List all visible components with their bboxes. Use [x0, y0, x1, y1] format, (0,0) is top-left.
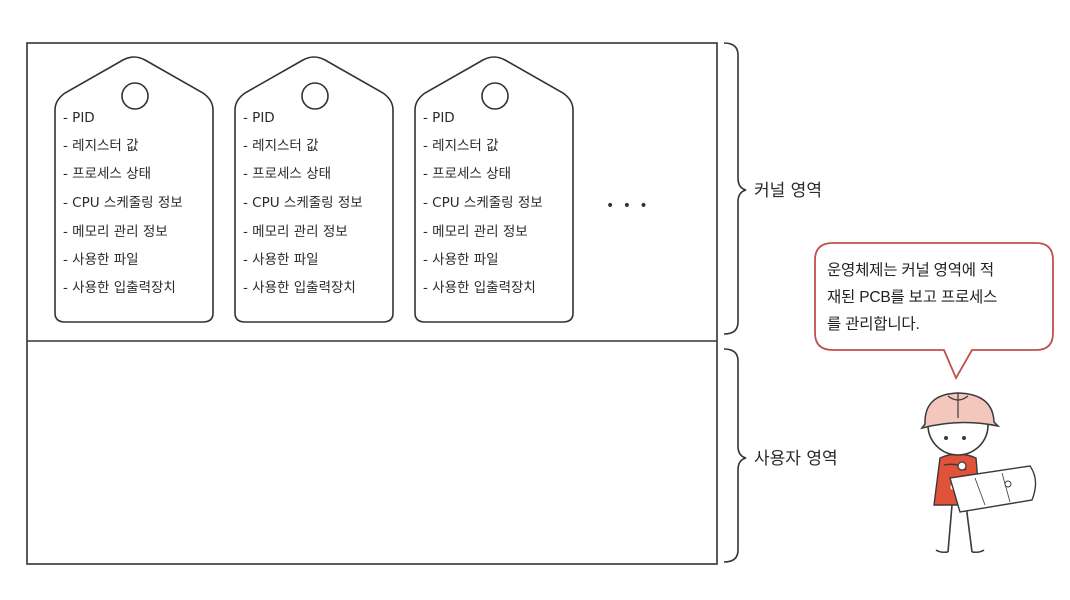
tag-item: - PID — [423, 110, 455, 126]
tag-item: - 메모리 관리 정보 — [63, 224, 168, 240]
tag-item: - 레지스터 값 — [423, 138, 499, 154]
tag-item: - CPU 스케줄링 정보 — [243, 195, 363, 211]
pcb-tag: - PID - 레지스터 값 - 프로세스 상태 - CPU 스케줄링 정보 -… — [234, 56, 394, 323]
tag-item: - 메모리 관리 정보 — [243, 224, 348, 240]
engineer-character: cs — [920, 392, 1037, 554]
tag-item: - 사용한 입출력장치 — [243, 280, 356, 296]
tag-hole — [301, 82, 329, 110]
tag-item: - 사용한 파일 — [423, 252, 499, 268]
tag-item: - 프로세스 상태 — [63, 166, 151, 182]
tag-item: - 사용한 파일 — [243, 252, 319, 268]
blueprint-paper — [949, 465, 1037, 513]
speech-line: 운영체제는 커널 영역에 적 — [827, 262, 994, 279]
tag-item: - CPU 스케줄링 정보 — [423, 195, 543, 211]
user-brace — [723, 348, 747, 563]
tag-item: - 레지스터 값 — [243, 138, 319, 154]
speech-bubble: 운영체제는 커널 영역에 적 재된 PCB를 보고 프로세스 를 관리합니다. — [815, 243, 1053, 350]
speech-bubble-outline — [814, 242, 1054, 381]
speech-line: 재된 PCB를 보고 프로세스 — [827, 289, 998, 306]
tag-item: - 메모리 관리 정보 — [423, 224, 528, 240]
tag-item: - 프로세스 상태 — [243, 166, 331, 182]
kernel-brace — [723, 42, 747, 335]
tag-item: - CPU 스케줄링 정보 — [63, 195, 183, 211]
tag-outline — [234, 56, 394, 323]
ellipsis: • • • — [606, 198, 650, 214]
pcb-tag: - PID - 레지스터 값 - 프로세스 상태 - CPU 스케줄링 정보 -… — [54, 56, 214, 323]
tag-outline — [414, 56, 574, 323]
tag-item: - 프로세스 상태 — [423, 166, 511, 182]
tag-outline — [54, 56, 214, 323]
tag-item: - 사용한 입출력장치 — [423, 280, 536, 296]
tag-item: - PID — [63, 110, 95, 126]
speech-line: 를 관리합니다. — [827, 316, 920, 333]
tag-item: - PID — [243, 110, 275, 126]
hard-hat — [920, 392, 1001, 430]
tag-item: - 사용한 파일 — [63, 252, 139, 268]
tag-hole — [481, 82, 509, 110]
kernel-region-label: 커널 영역 — [754, 181, 822, 201]
tag-item: - 사용한 입출력장치 — [63, 280, 176, 296]
memory-box — [26, 42, 718, 565]
pcb-tag: - PID - 레지스터 값 - 프로세스 상태 - CPU 스케줄링 정보 -… — [414, 56, 574, 323]
tag-hole — [121, 82, 149, 110]
speech-bubble-text: 운영체제는 커널 영역에 적 재된 PCB를 보고 프로세스 를 관리합니다. — [827, 257, 1045, 338]
user-region-label: 사용자 영역 — [754, 449, 838, 469]
tag-item: - 레지스터 값 — [63, 138, 139, 154]
